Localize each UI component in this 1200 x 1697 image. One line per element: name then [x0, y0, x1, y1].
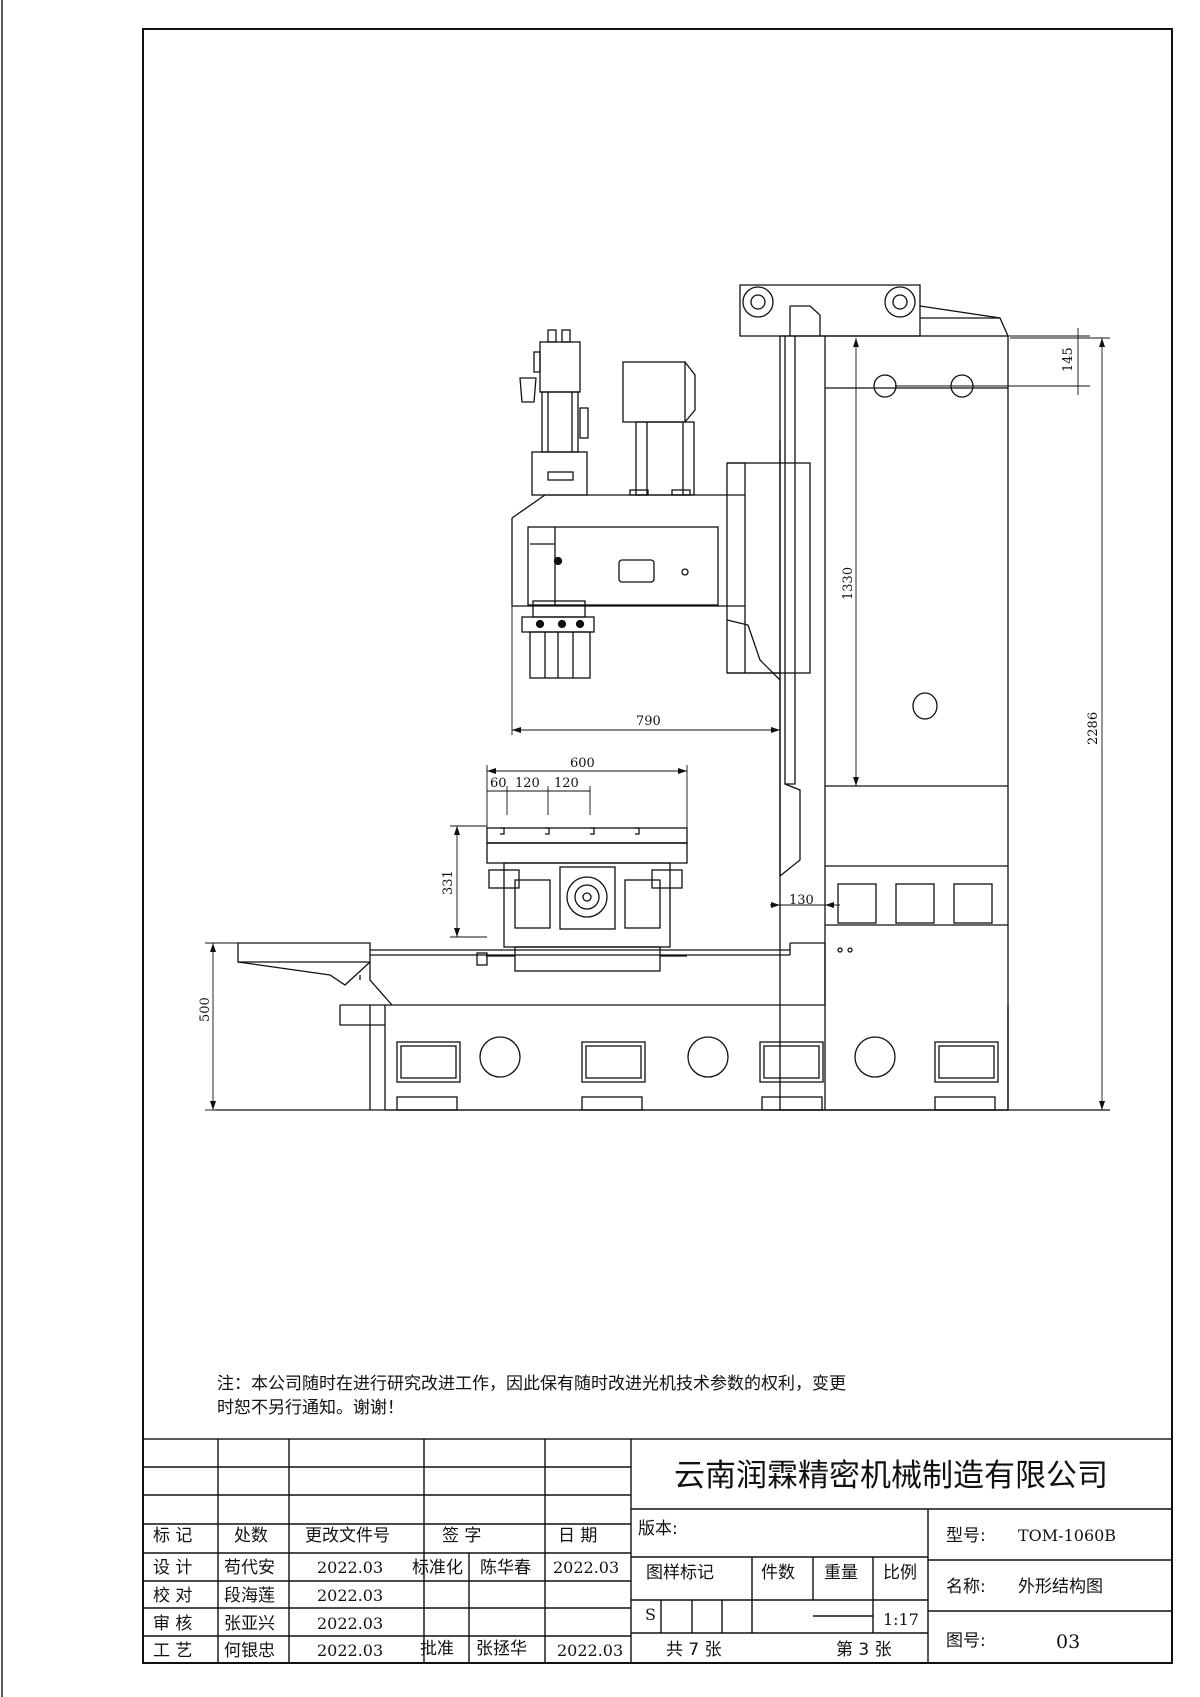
revision-notice-line-2: 时恕不另行通知。谢谢！ — [217, 1398, 404, 1418]
worktable — [476, 827, 688, 972]
column-top-assembly — [739, 284, 1009, 337]
drawing-number-label: 图号: — [946, 1631, 986, 1651]
row-check-role: 校 对 — [153, 1586, 192, 1606]
dimension-790: 790 — [636, 714, 661, 729]
row-design-role: 设 计 — [153, 1558, 192, 1578]
header-count: 处数 — [234, 1526, 268, 1546]
name-value: 外形结构图 — [1018, 1577, 1103, 1597]
row-process-date: 2022.03 — [317, 1641, 383, 1660]
pattern-mark-label: 图样标记 — [646, 1563, 714, 1583]
dimension-600: 600 — [570, 756, 595, 771]
row-review-role: 审 核 — [153, 1614, 192, 1634]
dimension-145: 145 — [1061, 347, 1076, 372]
dimension-500: 500 — [198, 997, 213, 1022]
dimension-120-first: 120 — [515, 776, 540, 791]
pieces-label: 件数 — [761, 1563, 795, 1583]
dimension-2286: 2286 — [1086, 712, 1101, 745]
approval-name: 张拯华 — [476, 1639, 527, 1659]
dimension-130: 130 — [789, 893, 814, 908]
spindle-motor — [622, 361, 696, 496]
title-block-grid — [142, 1438, 1173, 1664]
version-label: 版本: — [638, 1519, 678, 1539]
row-review-date: 2022.03 — [317, 1614, 383, 1633]
company-name: 云南润霖精密机械制造有限公司 — [674, 1458, 1108, 1494]
revision-notice-line-1: 注：本公司随时在进行研究改进工作，因此保有随时改进光机技术参数的权利，变更 — [217, 1374, 846, 1394]
model-value: TOM-1060B — [1018, 1526, 1116, 1545]
drawing-number-value: 03 — [1056, 1631, 1080, 1653]
weight-label: 重量 — [824, 1563, 858, 1583]
header-mark: 标 记 — [153, 1526, 192, 1546]
dimension-120-second: 120 — [554, 776, 579, 791]
row-process-role: 工 艺 — [153, 1641, 192, 1661]
machine-column — [779, 335, 1009, 1111]
machine-base — [215, 1004, 1110, 1111]
row-check-date: 2022.03 — [317, 1586, 383, 1605]
approval-label: 批准 — [420, 1639, 454, 1659]
model-label: 型号: — [946, 1526, 986, 1546]
sheet-number: 第 3 张 — [836, 1640, 892, 1660]
header-date: 日 期 — [558, 1526, 597, 1546]
dimension-1330: 1330 — [841, 567, 856, 600]
tool-changer-cylinder — [519, 329, 589, 496]
row-design-name: 苟代安 — [224, 1558, 275, 1578]
scale-value: 1:17 — [883, 1610, 919, 1629]
row-review-name: 张亚兴 — [224, 1614, 275, 1634]
total-sheets: 共 7 张 — [666, 1640, 722, 1660]
machine-outline — [215, 284, 1110, 1111]
front-chip-guard — [237, 942, 826, 1006]
dimension-arrows — [210, 338, 1105, 1110]
scale-label: 比例 — [883, 1563, 917, 1583]
name-label: 名称: — [946, 1577, 986, 1597]
z-axis-slide — [779, 336, 801, 878]
row-check-name: 段海莲 — [224, 1586, 275, 1606]
dimension-331: 331 — [441, 870, 456, 895]
pattern-mark-value: S — [645, 1605, 656, 1624]
row-process-name: 何银忠 — [224, 1641, 275, 1661]
revision-notice: 注：本公司随时在进行研究改进工作，因此保有随时改进光机技术参数的权利，变更 时恕… — [217, 1372, 846, 1420]
row-design-date: 2022.03 — [317, 1558, 383, 1577]
standardization-date: 2022.03 — [553, 1558, 619, 1577]
standardization-label: 标准化 — [412, 1558, 463, 1578]
header-signature: 签 字 — [442, 1526, 481, 1546]
approval-date: 2022.03 — [557, 1641, 623, 1660]
spindle-nose — [521, 600, 595, 679]
standardization-name: 陈华春 — [480, 1558, 531, 1578]
header-change-doc: 更改文件号 — [305, 1526, 390, 1546]
dimension-60: 60 — [490, 776, 507, 791]
